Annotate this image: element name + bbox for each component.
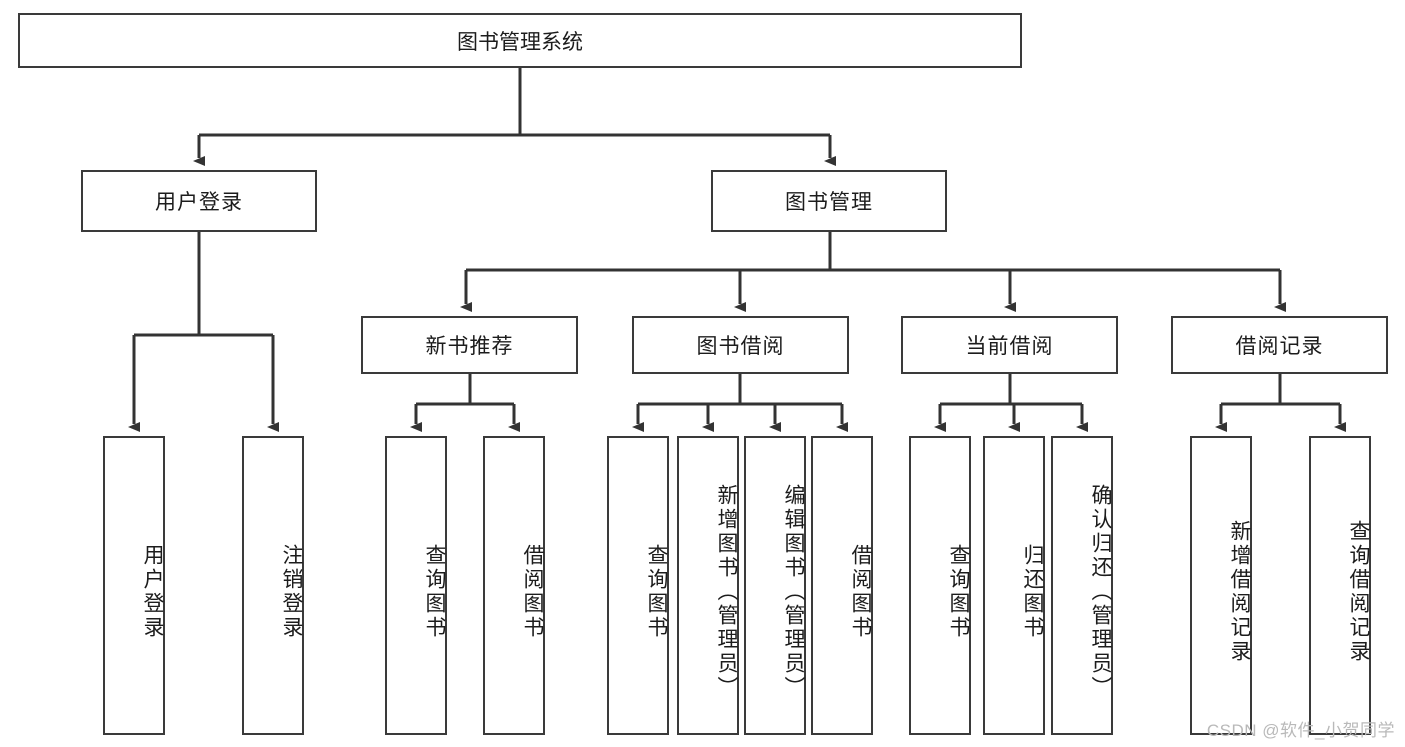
node-current-borrow[interactable]: 当前借阅	[901, 316, 1118, 374]
leaf-borrow-book-bb[interactable]: 借阅图书	[811, 436, 873, 735]
node-new-book-recommend[interactable]: 新书推荐	[361, 316, 578, 374]
leaf-user-login-label: 用户登录	[141, 543, 164, 640]
leaf-borrow-book-bb-label: 借阅图书	[849, 543, 872, 640]
leaf-query-book-nbr-label: 查询图书	[423, 543, 446, 640]
leaf-add-book-admin[interactable]: 新增图书（管理员）	[677, 436, 739, 735]
leaf-add-borrow-record-label: 新增借阅记录	[1228, 519, 1251, 664]
node-root[interactable]: 图书管理系统	[18, 13, 1022, 68]
leaf-edit-book-admin-label: 编辑图书（管理员）	[782, 483, 805, 700]
node-book-management-label: 图书管理	[785, 191, 873, 214]
leaf-query-book-bb[interactable]: 查询图书	[607, 436, 669, 735]
leaf-return-book-label: 归还图书	[1021, 543, 1044, 640]
node-book-borrow-label: 图书借阅	[696, 335, 785, 358]
leaf-borrow-book-nbr[interactable]: 借阅图书	[483, 436, 545, 735]
leaf-query-borrow-record[interactable]: 查询借阅记录	[1309, 436, 1371, 735]
leaf-query-borrow-record-label: 查询借阅记录	[1347, 519, 1370, 664]
leaf-borrow-book-nbr-label: 借阅图书	[521, 543, 544, 640]
leaf-confirm-return-admin-label: 确认归还（管理员）	[1089, 483, 1112, 700]
leaf-confirm-return-admin[interactable]: 确认归还（管理员）	[1051, 436, 1113, 735]
watermark: CSDN @软件_小贺同学	[1206, 721, 1395, 740]
leaf-query-book-nbr[interactable]: 查询图书	[385, 436, 447, 735]
node-book-management[interactable]: 图书管理	[711, 170, 947, 232]
leaf-query-book-cb-label: 查询图书	[947, 543, 970, 640]
leaf-query-book-bb-label: 查询图书	[645, 543, 668, 640]
leaf-edit-book-admin[interactable]: 编辑图书（管理员）	[744, 436, 806, 735]
node-current-borrow-label: 当前借阅	[965, 335, 1054, 358]
node-borrow-record-label: 借阅记录	[1235, 335, 1324, 358]
node-book-borrow[interactable]: 图书借阅	[632, 316, 849, 374]
leaf-add-borrow-record[interactable]: 新增借阅记录	[1190, 436, 1252, 735]
leaf-user-login[interactable]: 用户登录	[103, 436, 165, 735]
leaf-add-book-admin-label: 新增图书（管理员）	[715, 483, 738, 700]
leaf-query-book-cb[interactable]: 查询图书	[909, 436, 971, 735]
leaf-return-book[interactable]: 归还图书	[983, 436, 1045, 735]
leaf-logout[interactable]: 注销登录	[242, 436, 304, 735]
node-borrow-record[interactable]: 借阅记录	[1171, 316, 1388, 374]
leaf-logout-label: 注销登录	[280, 543, 303, 640]
node-user-login-label: 用户登录	[155, 191, 243, 214]
node-root-label: 图书管理系统	[457, 30, 583, 54]
node-new-book-recommend-label: 新书推荐	[425, 335, 514, 358]
node-user-login[interactable]: 用户登录	[81, 170, 317, 232]
